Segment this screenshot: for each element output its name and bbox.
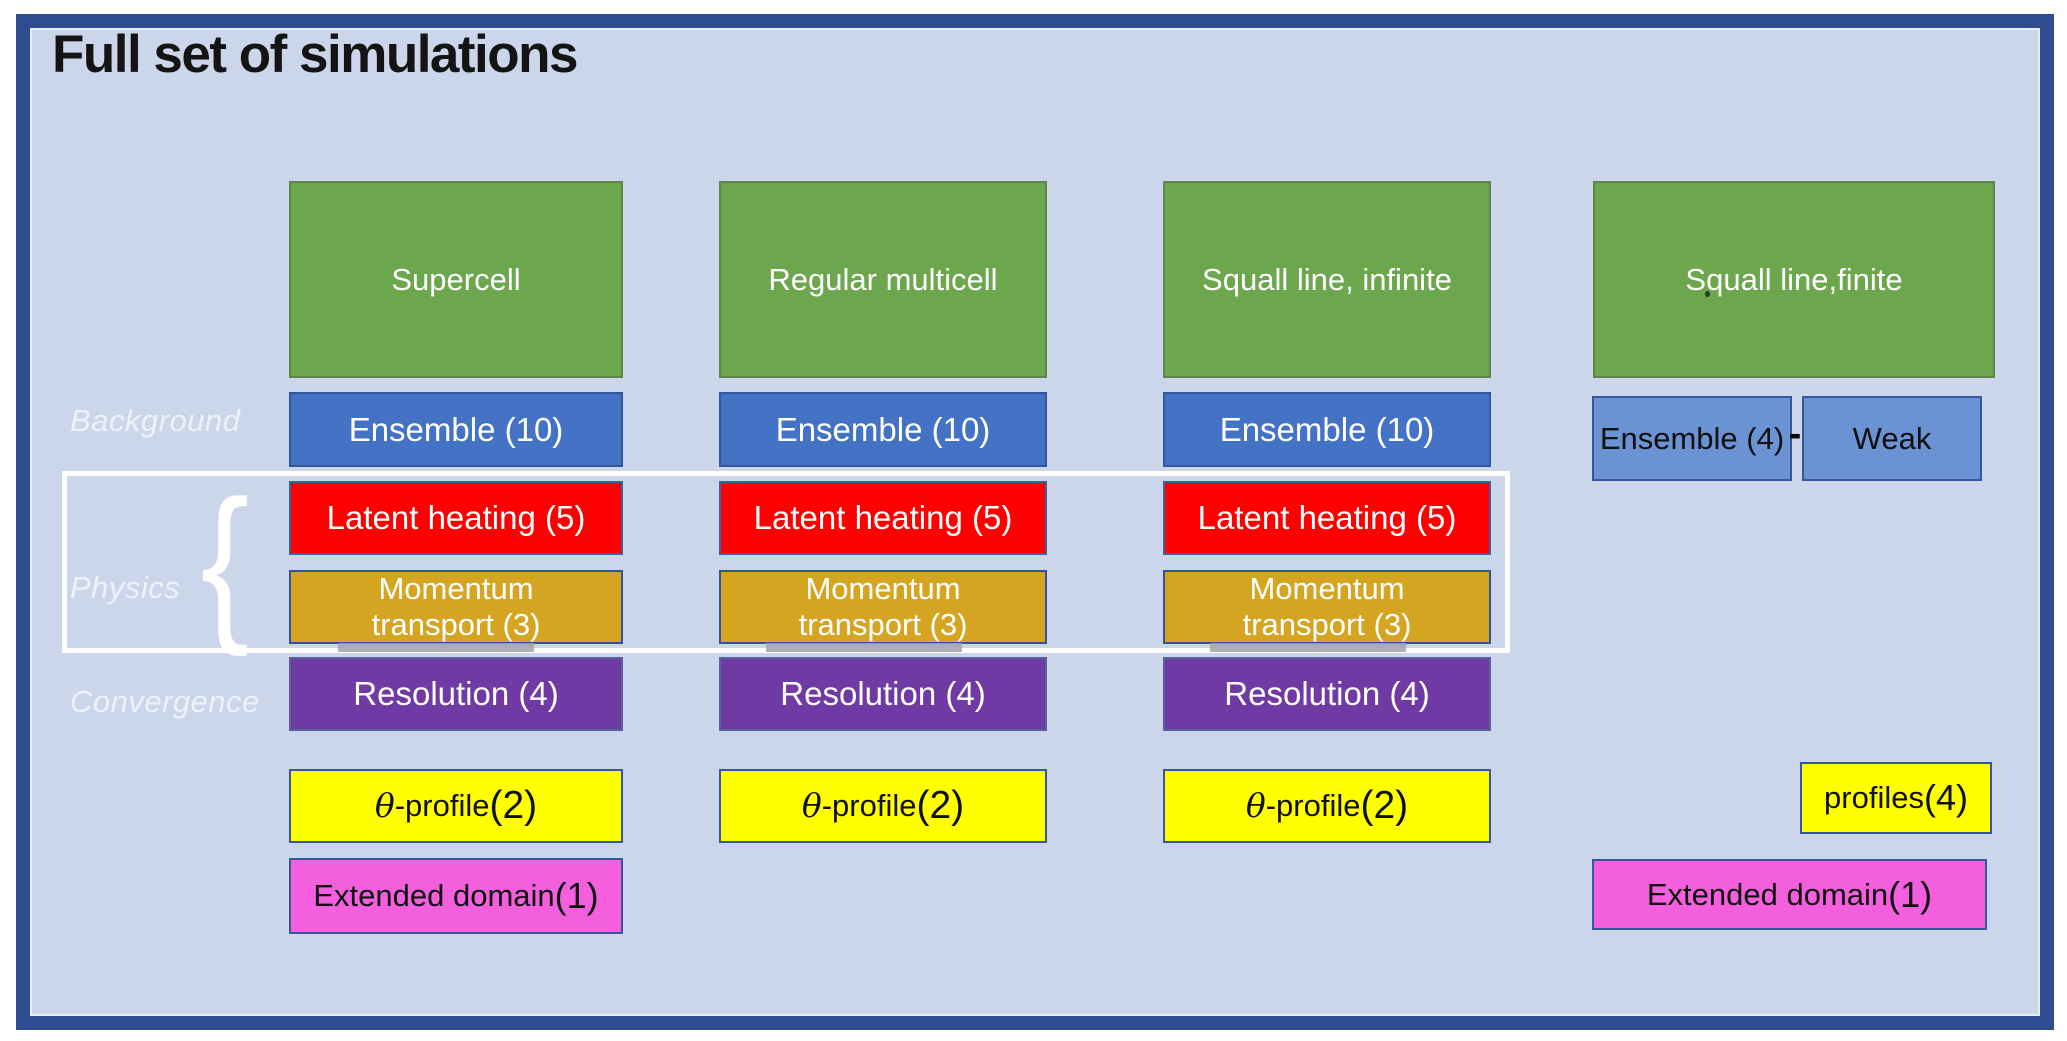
box-label: Squall line, infinite xyxy=(1202,261,1452,297)
box-label: -profile xyxy=(821,788,917,824)
count-label: (4) xyxy=(1923,777,1968,819)
momentum-box-squall-infinite: Momentum transport (3) xyxy=(1163,570,1491,644)
box-label: Momentum xyxy=(805,571,961,607)
resolution-box-regular-multicell: Resolution (4) xyxy=(719,657,1047,731)
ensemble-box-squall-infinite: Ensemble (10) xyxy=(1163,392,1491,467)
resolution-box-squall-infinite: Resolution (4) xyxy=(1163,657,1491,731)
text-shadow-artifact xyxy=(338,643,534,652)
box-label: Ensemble (10) xyxy=(348,410,564,448)
stray-dot-artifact xyxy=(1705,291,1710,297)
box-label: Resolution (4) xyxy=(1224,675,1430,713)
box-label: Squall line,finite xyxy=(1685,261,1903,297)
theta-symbol: θ xyxy=(374,786,395,826)
physics-brace: { xyxy=(200,465,250,657)
count-label: (2) xyxy=(1360,783,1409,827)
box-label: Ensemble (10) xyxy=(1219,410,1435,448)
weak-box-squall-finite: Weak xyxy=(1802,396,1982,481)
profiles-box-squall-finite: profiles(4) xyxy=(1800,762,1992,834)
box-label: Latent heating (5) xyxy=(326,499,586,537)
theta-profile-box-squall-infinite: θ-profile (2) xyxy=(1163,769,1491,843)
theta-symbol: θ xyxy=(1245,786,1266,826)
box-label: Weak xyxy=(1852,420,1932,456)
theta-symbol: θ xyxy=(801,786,822,826)
box-label: transport (3) xyxy=(798,607,968,642)
latent-heating-box-regular-multicell: Latent heating (5) xyxy=(719,481,1047,555)
theta-profile-box-supercell: θ-profile (2) xyxy=(289,769,623,843)
ensemble-box-regular-multicell: Ensemble (10) xyxy=(719,392,1047,467)
box-label: Ensemble (10) xyxy=(775,410,991,448)
momentum-box-regular-multicell: Momentum transport (3) xyxy=(719,570,1047,644)
theta-profile-box-regular-multicell: θ-profile (2) xyxy=(719,769,1047,843)
extended-domain-box-squall-finite: Extended domain(1) xyxy=(1592,859,1987,930)
box-label: Ensemble (4) xyxy=(1599,420,1785,456)
box-label: transport (3) xyxy=(1242,607,1412,642)
box-label: Extended domain xyxy=(1646,876,1889,912)
box-label: Momentum xyxy=(1249,571,1405,607)
box-label: Latent heating (5) xyxy=(1197,499,1457,537)
resolution-box-supercell: Resolution (4) xyxy=(289,657,623,731)
box-label: transport (3) xyxy=(371,607,541,642)
box-label: Resolution (4) xyxy=(353,675,559,713)
box-label: -profile xyxy=(394,788,490,824)
row-label-physics: Physics xyxy=(70,570,181,605)
count-label: (1) xyxy=(554,875,599,917)
row-label-convergence: Convergence xyxy=(70,684,260,719)
count-label: (2) xyxy=(916,783,965,827)
box-label: Supercell xyxy=(391,261,521,297)
box-label: Momentum xyxy=(378,571,534,607)
count-label: (2) xyxy=(489,783,538,827)
count-label: (1) xyxy=(1888,873,1933,915)
box-label: Extended domain xyxy=(313,878,555,914)
momentum-box-supercell: Momentum transport (3) xyxy=(289,570,623,644)
extended-domain-box-supercell: Extended domain(1) xyxy=(289,858,623,934)
latent-heating-box-supercell: Latent heating (5) xyxy=(289,481,623,555)
text-shadow-artifact xyxy=(1210,643,1406,652)
box-label: Resolution (4) xyxy=(780,675,986,713)
page-title: Full set of simulations xyxy=(52,25,579,84)
connector-dash: - xyxy=(1788,413,1802,455)
box-label: profiles xyxy=(1824,780,1924,816)
row-label-background: Background xyxy=(70,403,241,438)
ensemble-box-supercell: Ensemble (10) xyxy=(289,392,623,467)
scenario-box-supercell: Supercell xyxy=(289,181,623,378)
scenario-box-squall-finite: Squall line,finite xyxy=(1593,181,1995,378)
ensemble-box-squall-finite: Ensemble (4) xyxy=(1592,396,1792,481)
scenario-box-regular-multicell: Regular multicell xyxy=(719,181,1047,378)
box-label: -profile xyxy=(1265,788,1361,824)
text-shadow-artifact xyxy=(766,643,962,652)
scenario-box-squall-infinite: Squall line, infinite xyxy=(1163,181,1491,378)
box-label: Latent heating (5) xyxy=(753,499,1013,537)
box-label: Regular multicell xyxy=(768,261,998,297)
latent-heating-box-squall-infinite: Latent heating (5) xyxy=(1163,481,1491,555)
